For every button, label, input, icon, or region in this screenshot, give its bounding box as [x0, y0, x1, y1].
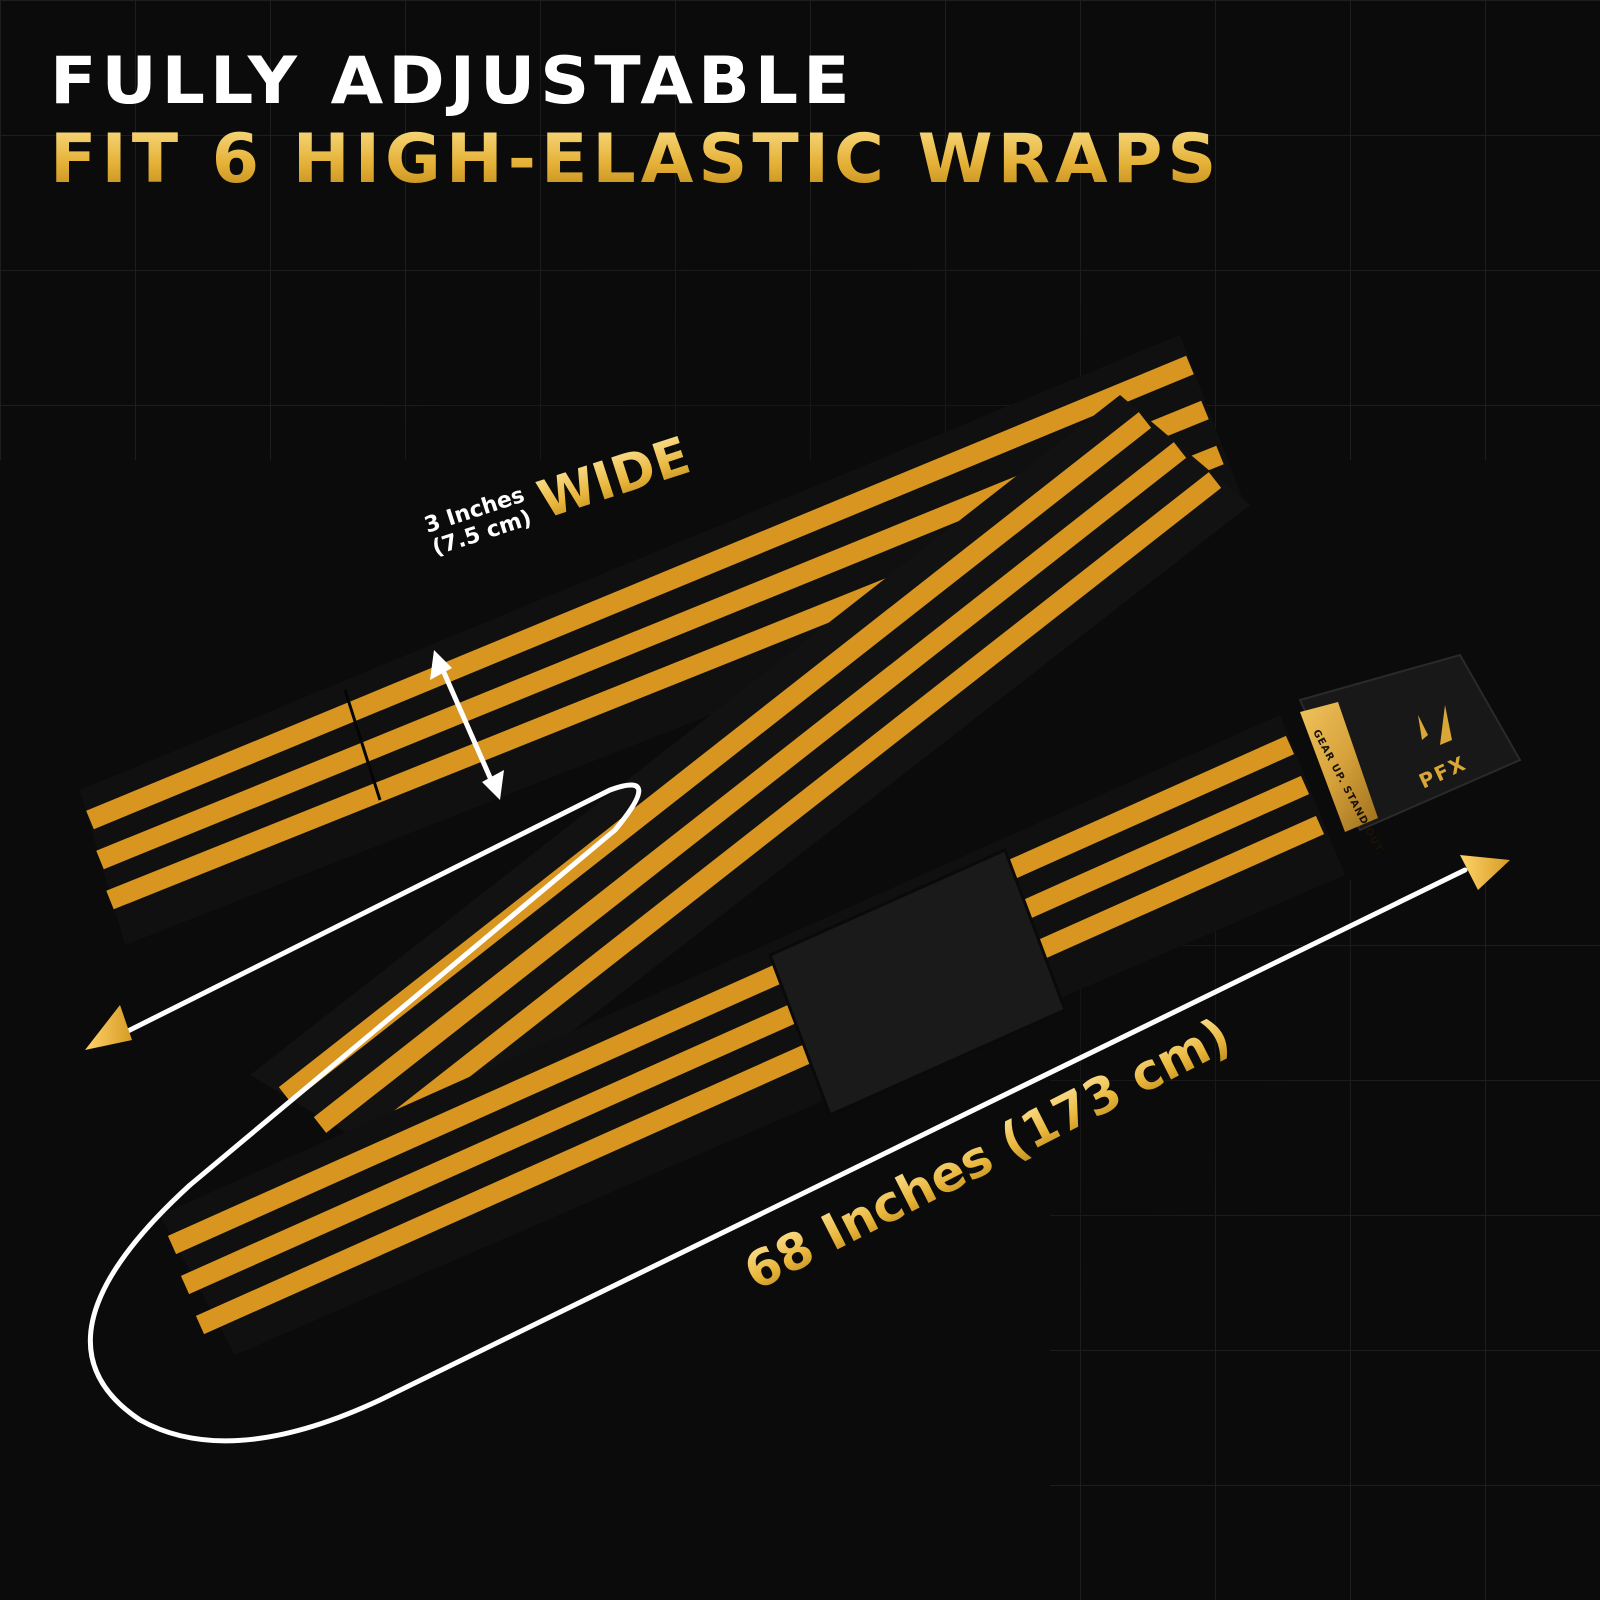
- double-arrow-icon: [430, 650, 504, 800]
- pfx-logo-icon: [1418, 705, 1452, 745]
- headline-line-1: FULLY ADJUSTABLE: [50, 43, 855, 120]
- strap-lower-segment: [160, 653, 1522, 1355]
- curved-arrow-icon: [87, 782, 1468, 1444]
- arrow-head-right: [1460, 855, 1510, 890]
- arrow-head-left: [85, 1005, 132, 1050]
- tag-gold-band: [1300, 702, 1378, 832]
- velcro-pad: [768, 847, 1067, 1118]
- headline-line-2: FIT 6 HIGH-ELASTIC WRAPS: [50, 120, 1222, 199]
- strap-diagonal-segment: [250, 395, 1250, 1165]
